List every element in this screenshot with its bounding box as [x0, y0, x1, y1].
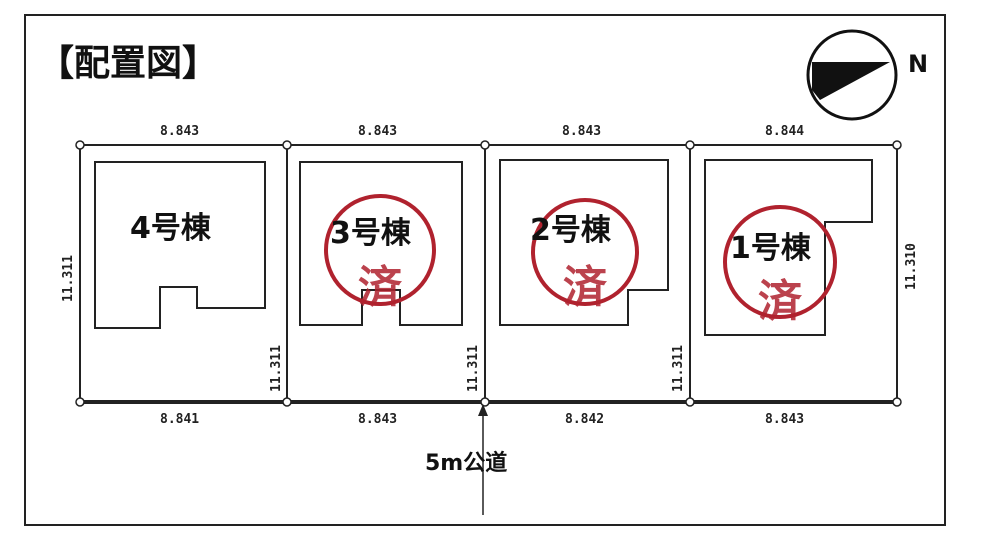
dim-side-3: 11.311: [269, 345, 284, 392]
dim-side-2: 11.311: [466, 345, 481, 392]
building-label-2: 2号棟: [530, 213, 612, 248]
road-label: 5m公道: [425, 450, 507, 476]
dimensions-bottom: 8.841 8.843 8.842 8.843: [160, 412, 804, 427]
dim-side-1-right: 11.310: [904, 243, 919, 290]
building-3: [299, 161, 463, 326]
buildings: [94, 159, 873, 336]
dim-side-4: 11.311: [61, 255, 76, 302]
dim-bottom-4: 8.841: [160, 412, 199, 427]
dim-top-3: 8.843: [358, 124, 397, 139]
dimensions-top: 8.843 8.843 8.843 8.844: [160, 124, 804, 139]
dim-top-4: 8.843: [160, 124, 199, 139]
building-label-1: 1号棟: [730, 231, 812, 266]
sold-stamps: [324, 194, 837, 319]
dim-side-1: 11.311: [671, 345, 686, 392]
road-access: 5m公道: [425, 404, 507, 515]
dim-bottom-1: 8.843: [765, 412, 804, 427]
dimensions-side: 11.311 11.311 11.311 11.311 11.310: [61, 243, 919, 392]
building-2: [499, 159, 669, 326]
arrow-head-icon: [478, 404, 488, 416]
sold-stamp-3: [324, 194, 436, 306]
boundary-markers: [75, 140, 902, 407]
sold-stamp-1: [723, 205, 837, 319]
lot-boundaries: [79, 144, 898, 404]
dim-bottom-3: 8.843: [358, 412, 397, 427]
page-title: 【配置図】: [38, 43, 218, 84]
sold-stamp-text-3: 済: [358, 262, 403, 313]
sold-stamp-2: [531, 198, 639, 306]
sold-stamp-text-1: 済: [758, 276, 803, 327]
building-label-4: 4号棟: [130, 211, 212, 246]
frame: [24, 14, 946, 526]
building-1: [704, 159, 873, 336]
building-label-3: 3号棟: [330, 216, 412, 251]
north-label: N: [908, 50, 928, 78]
dim-top-1: 8.844: [765, 124, 804, 139]
north-arrow-icon: [812, 62, 890, 100]
building-4: [94, 161, 266, 329]
dim-bottom-2: 8.842: [565, 412, 604, 427]
dim-top-2: 8.843: [562, 124, 601, 139]
north-compass: N: [806, 29, 928, 121]
sold-stamp-text-2: 済: [563, 262, 608, 313]
